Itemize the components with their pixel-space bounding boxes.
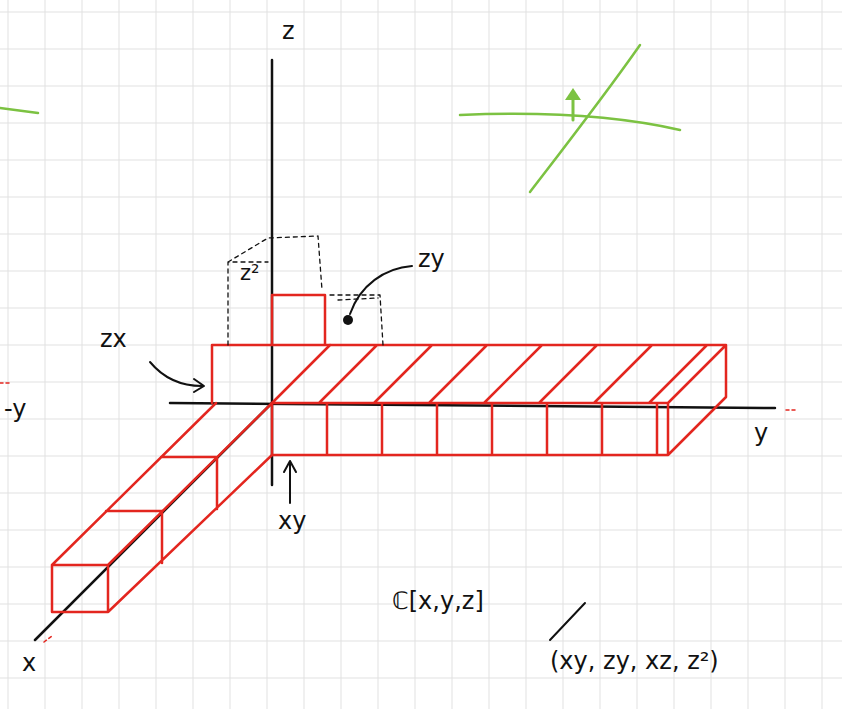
grid-line — [600, 0, 601, 709]
green-arrowhead — [565, 88, 581, 100]
grid-line — [0, 530, 842, 531]
grid-line — [526, 0, 527, 709]
grid-line — [785, 0, 786, 709]
grid-line — [0, 49, 842, 50]
monomial-label: z² — [240, 262, 259, 285]
green-curve — [460, 114, 680, 130]
ring-label: ℂ[x,y,z] — [392, 588, 484, 614]
grid-line — [0, 123, 842, 124]
grid-line — [674, 0, 675, 709]
grid-line — [378, 0, 379, 709]
grid-line — [0, 641, 842, 642]
quotient-slash — [550, 603, 585, 640]
grid-line — [45, 0, 46, 709]
grid-line — [0, 419, 842, 420]
monomial-label: zy — [418, 246, 445, 272]
grid-line — [156, 0, 157, 709]
grid-line — [0, 382, 842, 383]
grid-line — [230, 0, 231, 709]
dashed-excluded-boxes — [228, 236, 383, 345]
green-stroke — [0, 108, 38, 113]
grid-line — [748, 0, 749, 709]
grid-line — [82, 0, 83, 709]
y-monomial-bar — [272, 345, 726, 455]
grid-line — [0, 160, 842, 161]
grid-line — [0, 567, 842, 568]
axis-label: y — [754, 420, 768, 446]
x-axis — [35, 403, 272, 640]
grid-line — [563, 0, 564, 709]
monomial-label: xy — [278, 508, 306, 534]
leader-dot — [343, 315, 353, 325]
grid-line — [711, 0, 712, 709]
grid-line — [341, 0, 342, 709]
axis-label: -y — [4, 396, 26, 422]
leader-arrow — [284, 461, 296, 503]
grid-line — [267, 0, 268, 709]
axis-label: z — [282, 18, 295, 44]
monomial-label: zx — [100, 326, 127, 352]
grid-line — [822, 0, 823, 709]
leader-arrow — [150, 362, 204, 392]
grid-line — [489, 0, 490, 709]
z-monomial-boxes — [212, 295, 330, 403]
grid-line — [0, 197, 842, 198]
axis-label: x — [22, 650, 36, 676]
grid-line — [637, 0, 638, 709]
grid-line — [0, 678, 842, 679]
grid-line — [0, 12, 842, 13]
grid-line — [0, 308, 842, 309]
grid-line — [8, 0, 9, 709]
grid-line — [193, 0, 194, 709]
green-line — [530, 45, 640, 192]
grid-line — [0, 234, 842, 235]
x-monomial-bar — [52, 403, 272, 612]
ideal-label: (xy, zy, xz, z²) — [550, 648, 719, 674]
leader-line — [350, 266, 412, 314]
axis-tick — [0, 383, 798, 642]
grid-line — [304, 0, 305, 709]
grid-line — [0, 86, 842, 87]
